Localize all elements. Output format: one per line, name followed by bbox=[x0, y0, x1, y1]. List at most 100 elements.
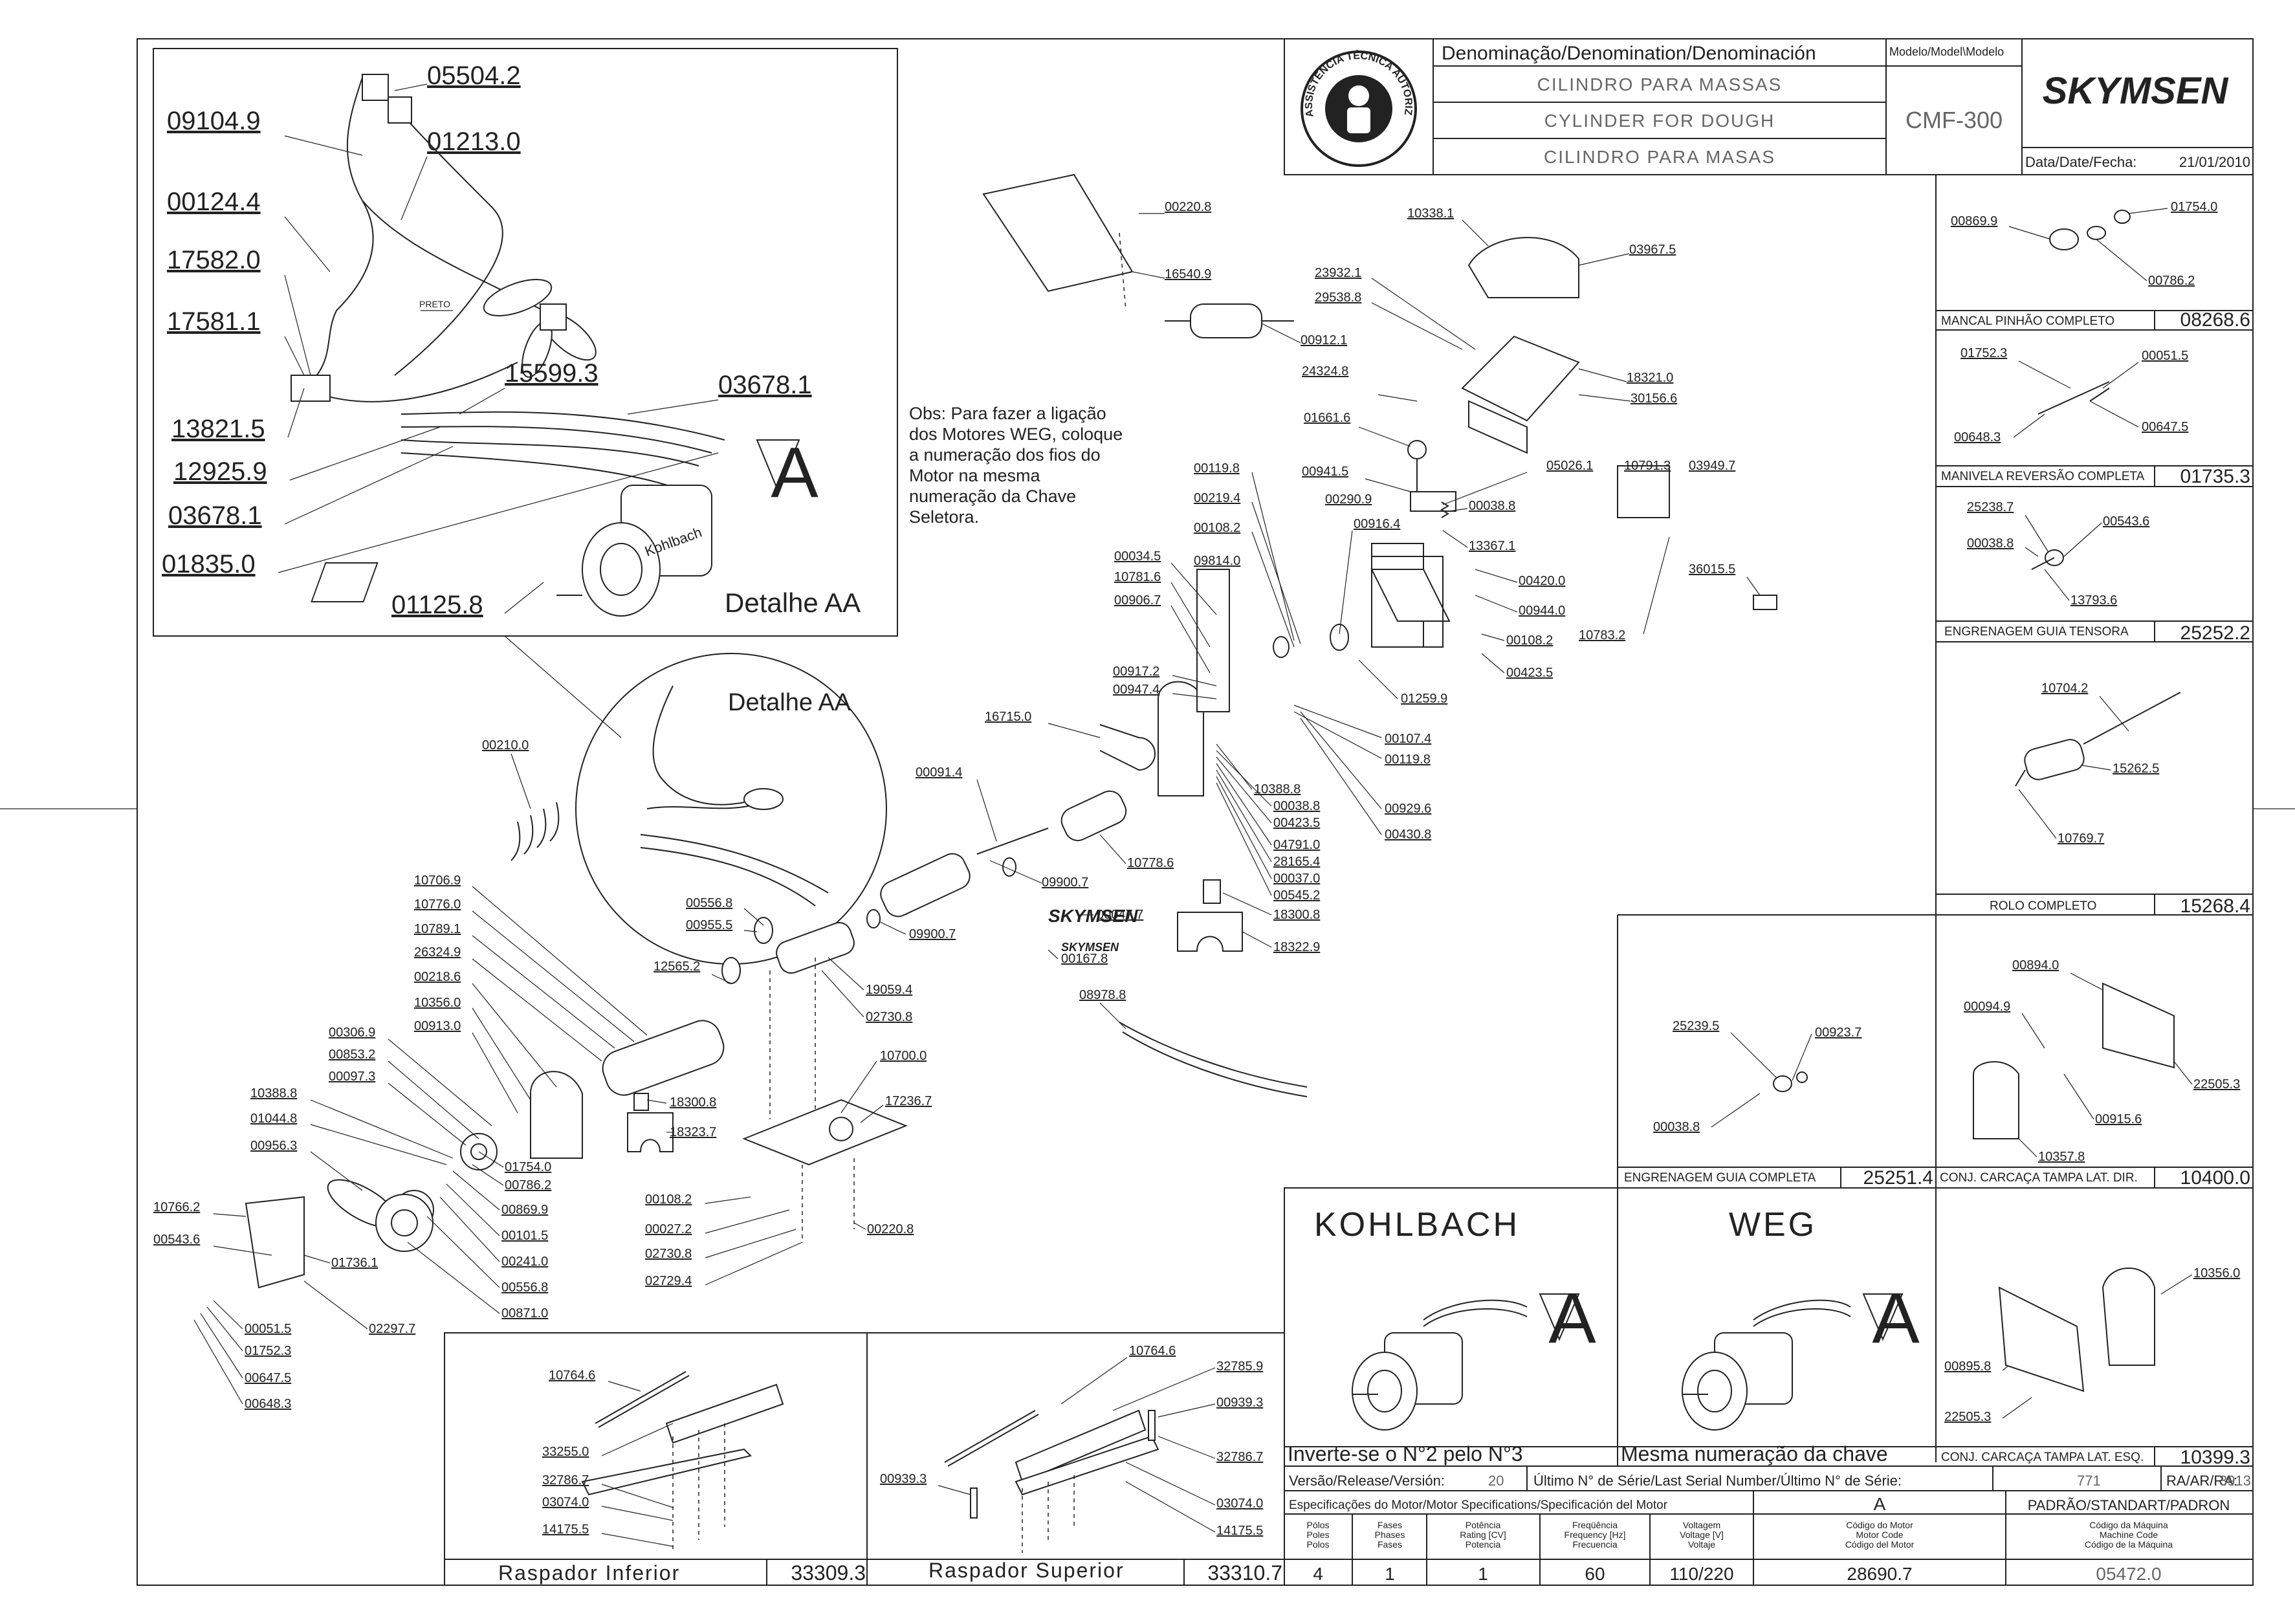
part-number-label: Motor na mesma bbox=[909, 466, 1041, 485]
part-number-label: 17236.7 bbox=[885, 1094, 932, 1108]
part-number-label: 1 bbox=[1385, 1564, 1395, 1584]
scraper-lower-code: 33309.3 bbox=[791, 1561, 866, 1585]
part-number-label: 00108.2 bbox=[645, 1192, 692, 1207]
part-label: 17582.0 bbox=[167, 246, 261, 274]
part-number-label: 18322.9 bbox=[1273, 940, 1320, 954]
part-label: 01213.0 bbox=[427, 127, 521, 156]
part-number-label: 00423.5 bbox=[1506, 666, 1553, 680]
part-number-label: 00786.2 bbox=[2148, 274, 2195, 288]
part-number-label: 00648.3 bbox=[245, 1397, 291, 1411]
part-number-label: 10338.1 bbox=[1407, 206, 1454, 221]
part-number-label: 00107.4 bbox=[1385, 732, 1431, 746]
part-number-label: 36015.5 bbox=[1689, 562, 1735, 576]
part-number-label: 10399.3 bbox=[2180, 1447, 2250, 1468]
part-number-label: 16540.9 bbox=[1165, 267, 1211, 281]
detail-aa-box: PRETO Kohlbach A Detalhe AA 05504.2 0910… bbox=[153, 48, 898, 637]
part-number-label: ROLO COMPLETO bbox=[1990, 899, 2096, 913]
detail-circle-title: Detalhe AA bbox=[728, 689, 851, 716]
weg-note: Mesma numeração da chave bbox=[1621, 1442, 1888, 1465]
part-number-label: 13367.1 bbox=[1469, 539, 1515, 553]
name-pt: CILINDRO PARA MASSAS bbox=[1537, 74, 1783, 94]
part-number-label: 10400.0 bbox=[2180, 1167, 2250, 1189]
part-number-label: 10764.6 bbox=[1129, 1344, 1176, 1358]
part-number-label: 110/220 bbox=[1669, 1564, 1733, 1584]
part-number-label: 29538.8 bbox=[1315, 291, 1361, 305]
kohlbach-note: Inverte-se o N°2 pelo N°3 bbox=[1288, 1442, 1523, 1465]
part-number-label: 00038.8 bbox=[1273, 799, 1320, 813]
part-number-label: 01754.0 bbox=[2171, 200, 2217, 214]
part-number-label: PADRÃO/STANDART/PADRON bbox=[2028, 1497, 2230, 1513]
part-number-label: 00220.8 bbox=[867, 1222, 914, 1236]
part-number-label: 00917.2 bbox=[1113, 664, 1159, 679]
part-number-label: 10704.2 bbox=[2041, 681, 2088, 696]
part-number-label: 10781.6 bbox=[1114, 570, 1161, 584]
part-number-label: 00027.2 bbox=[645, 1222, 692, 1236]
part-label: 12925.9 bbox=[173, 457, 267, 486]
name-en: CYLINDER FOR DOUGH bbox=[1544, 111, 1775, 131]
scraper-lower-name: Raspador Inferior bbox=[498, 1561, 680, 1585]
part-number-label: 00038.8 bbox=[1653, 1120, 1700, 1134]
part-number-label: 24324.8 bbox=[1302, 364, 1348, 379]
part-number-label: 60 bbox=[1585, 1564, 1605, 1584]
part-number-label: 14175.5 bbox=[1216, 1524, 1263, 1538]
name-es: CILINDRO PARA MASAS bbox=[1544, 147, 1775, 167]
part-number-label: 00944.0 bbox=[1519, 604, 1565, 618]
part-number-label: 14175.5 bbox=[542, 1522, 589, 1537]
part-number-label: 00051.5 bbox=[2142, 349, 2188, 363]
part-number-label: 05026.1 bbox=[1546, 459, 1593, 473]
part-number-label: 30156.6 bbox=[1631, 391, 1677, 406]
part-number-label: CONJ. CARCAÇA TAMPA LAT. ESQ. bbox=[1941, 1451, 2144, 1464]
part-number-label: 00786.2 bbox=[505, 1178, 551, 1192]
part-number-label: 00915.6 bbox=[2095, 1112, 2142, 1126]
part-number-label: 09814.0 bbox=[1194, 554, 1240, 568]
part-number-label: Obs: Para fazer a ligação bbox=[909, 404, 1106, 423]
part-number-label: 00543.6 bbox=[153, 1233, 200, 1247]
part-number-label: dos Motores WEG, coloque bbox=[909, 424, 1123, 444]
part-number-label: 10764.6 bbox=[549, 1368, 595, 1383]
part-number-label: 10776.0 bbox=[414, 897, 461, 912]
part-number-label: 18300.8 bbox=[670, 1095, 716, 1110]
part-number-label: 10766.2 bbox=[153, 1200, 200, 1214]
part-number-label: 00097.3 bbox=[329, 1070, 375, 1084]
part-label: 17581.1 bbox=[167, 307, 261, 336]
part-number-label: 10791.3 bbox=[1624, 459, 1671, 473]
part-number-label: 28165.4 bbox=[1273, 855, 1320, 869]
part-number-label: 00108.2 bbox=[1194, 521, 1240, 535]
part-number-label: 771 bbox=[2077, 1473, 2101, 1489]
part-number-label: 26324.9 bbox=[414, 945, 461, 960]
specs-table: Versão/Release/Versión: 20 Último N° de … bbox=[1284, 1465, 2254, 1586]
part-number-label: 00241.0 bbox=[501, 1255, 548, 1269]
part-number-label: 10700.0 bbox=[880, 1049, 927, 1063]
authorized-service-seal: ASSISTÊNCIA TÉCNICA AUTORIZADA bbox=[0, 0, 1417, 167]
part-number-label: 00290.9 bbox=[1325, 492, 1372, 507]
part-number-label: 00218.6 bbox=[414, 970, 461, 984]
main-part-labels: 00220.8 16540.9 00912.1 10338.1 03967.5 … bbox=[153, 200, 1761, 1411]
part-number-label: 00895.8 bbox=[1944, 1359, 1991, 1374]
part-number-label: 04791.0 bbox=[1273, 838, 1320, 852]
part-label: 00124.4 bbox=[167, 188, 261, 216]
part-number-label: 00167.8 bbox=[1061, 952, 1108, 966]
part-number-label: 00219.4 bbox=[1194, 491, 1240, 505]
part-number-label: 00306.9 bbox=[329, 1026, 375, 1040]
part-number-label: 00101.5 bbox=[501, 1229, 548, 1243]
part-number-label: 00210.0 bbox=[482, 738, 529, 752]
part-number-label: 00939.3 bbox=[1216, 1396, 1263, 1410]
part-number-label: 02730.8 bbox=[866, 1010, 912, 1024]
part-number-label: 00556.8 bbox=[501, 1280, 548, 1295]
part-number-label: CONJ. CARCAÇA TAMPA LAT. DIR. bbox=[1940, 1171, 2138, 1185]
part-number-label: 01752.3 bbox=[245, 1344, 291, 1358]
part-label: 05504.2 bbox=[427, 61, 521, 90]
part-number-label: 00108.2 bbox=[1506, 633, 1553, 648]
part-number-label: 01752.3 bbox=[1960, 346, 2007, 360]
part-number-label: 00956.3 bbox=[250, 1139, 297, 1153]
part-number-label: 12565.2 bbox=[653, 960, 700, 974]
seal-text: ASSISTÊNCIA TÉCNICA AUTORIZADA bbox=[0, 0, 1414, 118]
part-number-label: 20 bbox=[1488, 1473, 1504, 1489]
